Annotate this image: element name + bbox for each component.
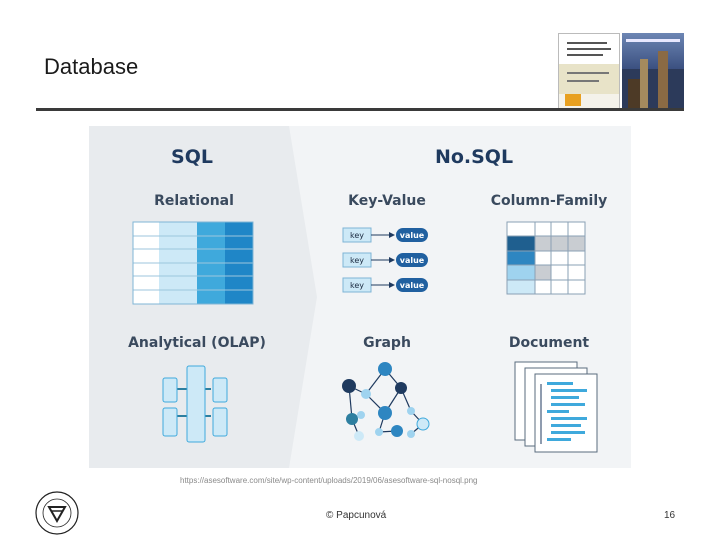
graph-label: Graph xyxy=(363,335,411,351)
relational-label: Relational xyxy=(154,193,234,209)
olap-icon xyxy=(162,365,228,443)
graph-nodes xyxy=(342,362,430,441)
page-number: 16 xyxy=(664,510,676,521)
document-label: Document xyxy=(509,335,590,351)
svg-text:key: key xyxy=(350,281,364,290)
svg-text:key: key xyxy=(350,256,364,265)
svg-text:key: key xyxy=(350,231,364,240)
nosql-header: No.SQL xyxy=(435,146,513,168)
university-seal-logo xyxy=(35,491,79,535)
slide-title: Database xyxy=(44,54,139,79)
image-source-url: https://asesoftware.com/site/wp-content/… xyxy=(180,476,478,485)
analytical-label: Analytical (OLAP) xyxy=(128,335,266,351)
sql-header: SQL xyxy=(171,146,213,168)
document-icon xyxy=(514,361,598,453)
svg-text:value: value xyxy=(400,256,425,265)
svg-text:value: value xyxy=(400,231,425,240)
relational-table-icon xyxy=(132,221,254,305)
svg-text:value: value xyxy=(400,281,425,290)
column-family-grid-icon xyxy=(506,221,586,295)
book-cover-image-1 xyxy=(558,33,620,109)
title-divider xyxy=(36,108,684,111)
key-value-label: Key-Value xyxy=(348,193,426,209)
column-family-label: Column-Family xyxy=(491,193,608,209)
key-value-row-3: key value xyxy=(342,277,428,293)
book-cover-image-2 xyxy=(622,33,684,109)
footer-copyright: © Papcunová xyxy=(326,510,387,521)
sql-nosql-diagram: SQL No.SQL Relational Key-Value Column-F… xyxy=(89,126,631,468)
key-value-row-1: key value xyxy=(342,227,428,243)
key-value-row-2: key value xyxy=(342,252,428,268)
